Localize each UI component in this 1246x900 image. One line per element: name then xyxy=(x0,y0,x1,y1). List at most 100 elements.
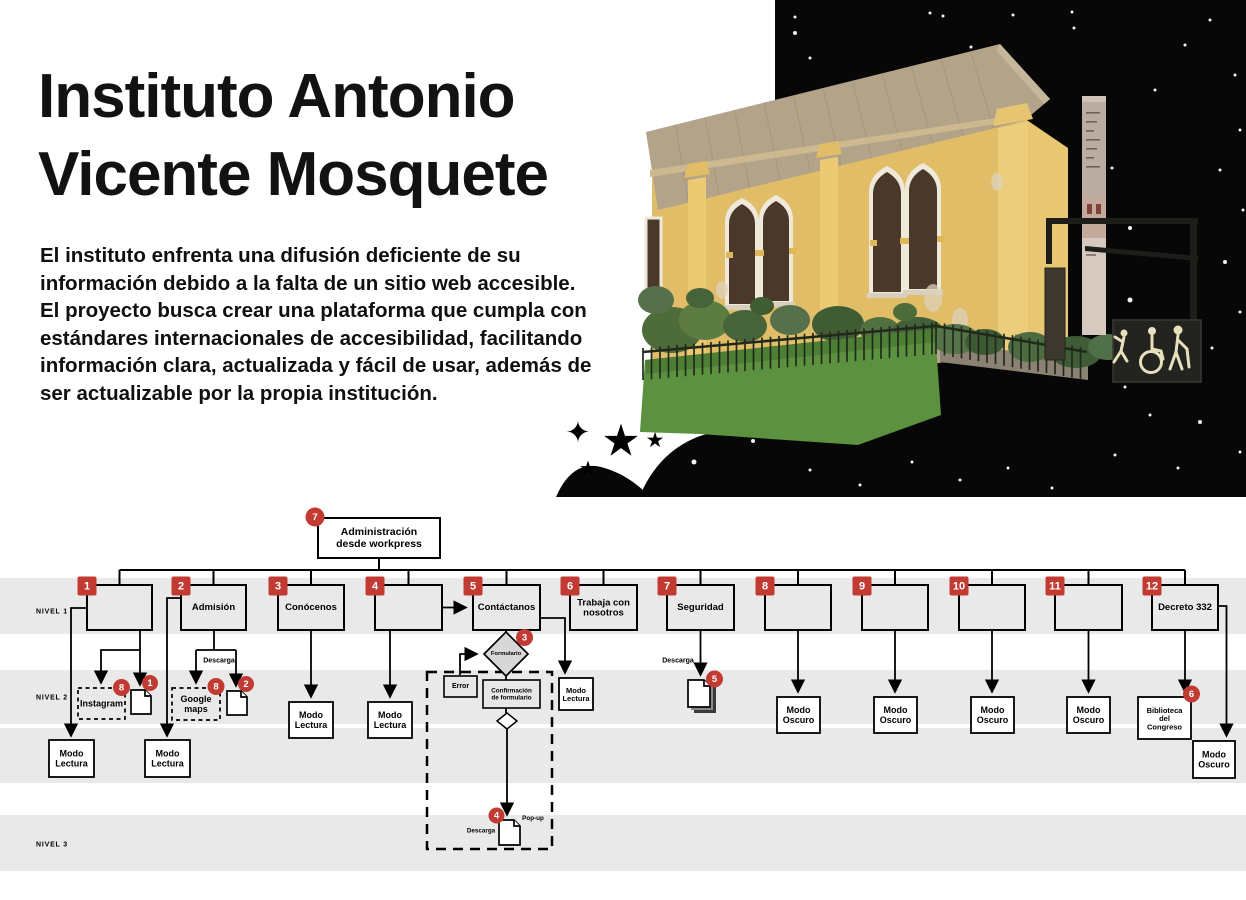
window-glass xyxy=(873,172,901,292)
svg-text:Seguridad: Seguridad xyxy=(677,602,724,613)
svg-text:7: 7 xyxy=(312,512,317,523)
intro-paragraph: El instituto enfrenta una difusión defic… xyxy=(40,244,592,405)
popup-document-node: 4 Pop-up Descarga xyxy=(467,807,544,846)
sparkle-icon: ✦ xyxy=(565,416,590,451)
night-cloud-bump xyxy=(556,465,643,497)
annotation-badge xyxy=(488,807,505,824)
side-door xyxy=(1044,267,1066,361)
fence-pickets xyxy=(642,322,1082,380)
annotation-badge xyxy=(142,675,158,691)
svg-text:6: 6 xyxy=(1189,689,1194,700)
svg-text:5: 5 xyxy=(470,581,476,593)
svg-text:4: 4 xyxy=(372,581,379,593)
descarga-label: Descarga xyxy=(203,658,235,665)
window-glass xyxy=(763,201,789,301)
pilaster xyxy=(820,157,838,356)
document-icon: 2 xyxy=(226,676,254,716)
star-dots xyxy=(691,10,1245,490)
svg-text:Error: Error xyxy=(452,683,469,690)
svg-text:2: 2 xyxy=(243,679,248,690)
page-box-1: 1 xyxy=(77,576,153,631)
page-box-11: 11 xyxy=(1045,576,1123,631)
annotation-badge-root xyxy=(305,507,325,527)
annotation-badge xyxy=(207,678,225,695)
svg-text:Instagram: Instagram xyxy=(80,699,123,709)
accessibility-sign xyxy=(1112,319,1202,383)
annotation-badge xyxy=(1183,685,1200,703)
descarga-label: Descarga xyxy=(467,828,496,835)
svg-text:Decreto 332: Decreto 332 xyxy=(1158,602,1212,613)
level-3-label: NIVEL 3 xyxy=(36,842,68,849)
descarga-label: Descarga xyxy=(662,658,694,665)
window-glass xyxy=(909,169,937,289)
page-box-8: 8 xyxy=(755,576,832,631)
page-box-9: 9 xyxy=(852,576,929,631)
svg-text:7: 7 xyxy=(664,581,670,593)
page-box-10: 10 xyxy=(949,576,1026,631)
document-icon: 1 xyxy=(130,675,158,715)
svg-text:3: 3 xyxy=(275,581,281,593)
decision-small xyxy=(495,712,519,730)
pillar-text-lines xyxy=(1086,112,1100,168)
annotation-badge xyxy=(113,679,130,696)
svg-text:8: 8 xyxy=(213,682,218,693)
page-box-4: 4 xyxy=(365,576,443,631)
pilaster-cap xyxy=(816,141,842,158)
signage-pillar xyxy=(1082,96,1106,335)
corner-buttress-cap xyxy=(993,103,1033,126)
pilaster-cap xyxy=(684,161,710,178)
tree-connectors xyxy=(118,558,1186,585)
window-glass xyxy=(729,204,755,304)
document-stack-icon: 5 xyxy=(687,670,723,713)
instagram-external-node: Instagram 8 xyxy=(77,679,130,720)
accessibility-figures xyxy=(1112,325,1191,374)
svg-text:10: 10 xyxy=(953,581,965,593)
decision-formulario: Formulario 3 xyxy=(482,629,533,678)
svg-text:Formulario: Formulario xyxy=(491,651,522,657)
svg-text:Contáctanos: Contáctanos xyxy=(478,602,536,613)
popup-label: Pop-up xyxy=(522,815,544,822)
annotation-badge xyxy=(516,629,533,646)
error-node: Error xyxy=(443,675,478,698)
page-title: Instituto Antonio Vicente Mosquete xyxy=(38,62,549,209)
svg-text:1: 1 xyxy=(147,678,153,689)
svg-text:6: 6 xyxy=(567,581,573,593)
sign-frame xyxy=(1046,218,1198,350)
level-1-label: NIVEL 1 xyxy=(36,609,68,616)
window-sills xyxy=(723,290,943,310)
svg-text:4: 4 xyxy=(494,811,500,822)
chapel-photo xyxy=(638,44,1202,445)
svg-text:5: 5 xyxy=(712,674,718,685)
flow-arrows xyxy=(63,597,1234,817)
roof-edge-band xyxy=(996,44,1050,104)
annotation-badge xyxy=(706,670,723,688)
